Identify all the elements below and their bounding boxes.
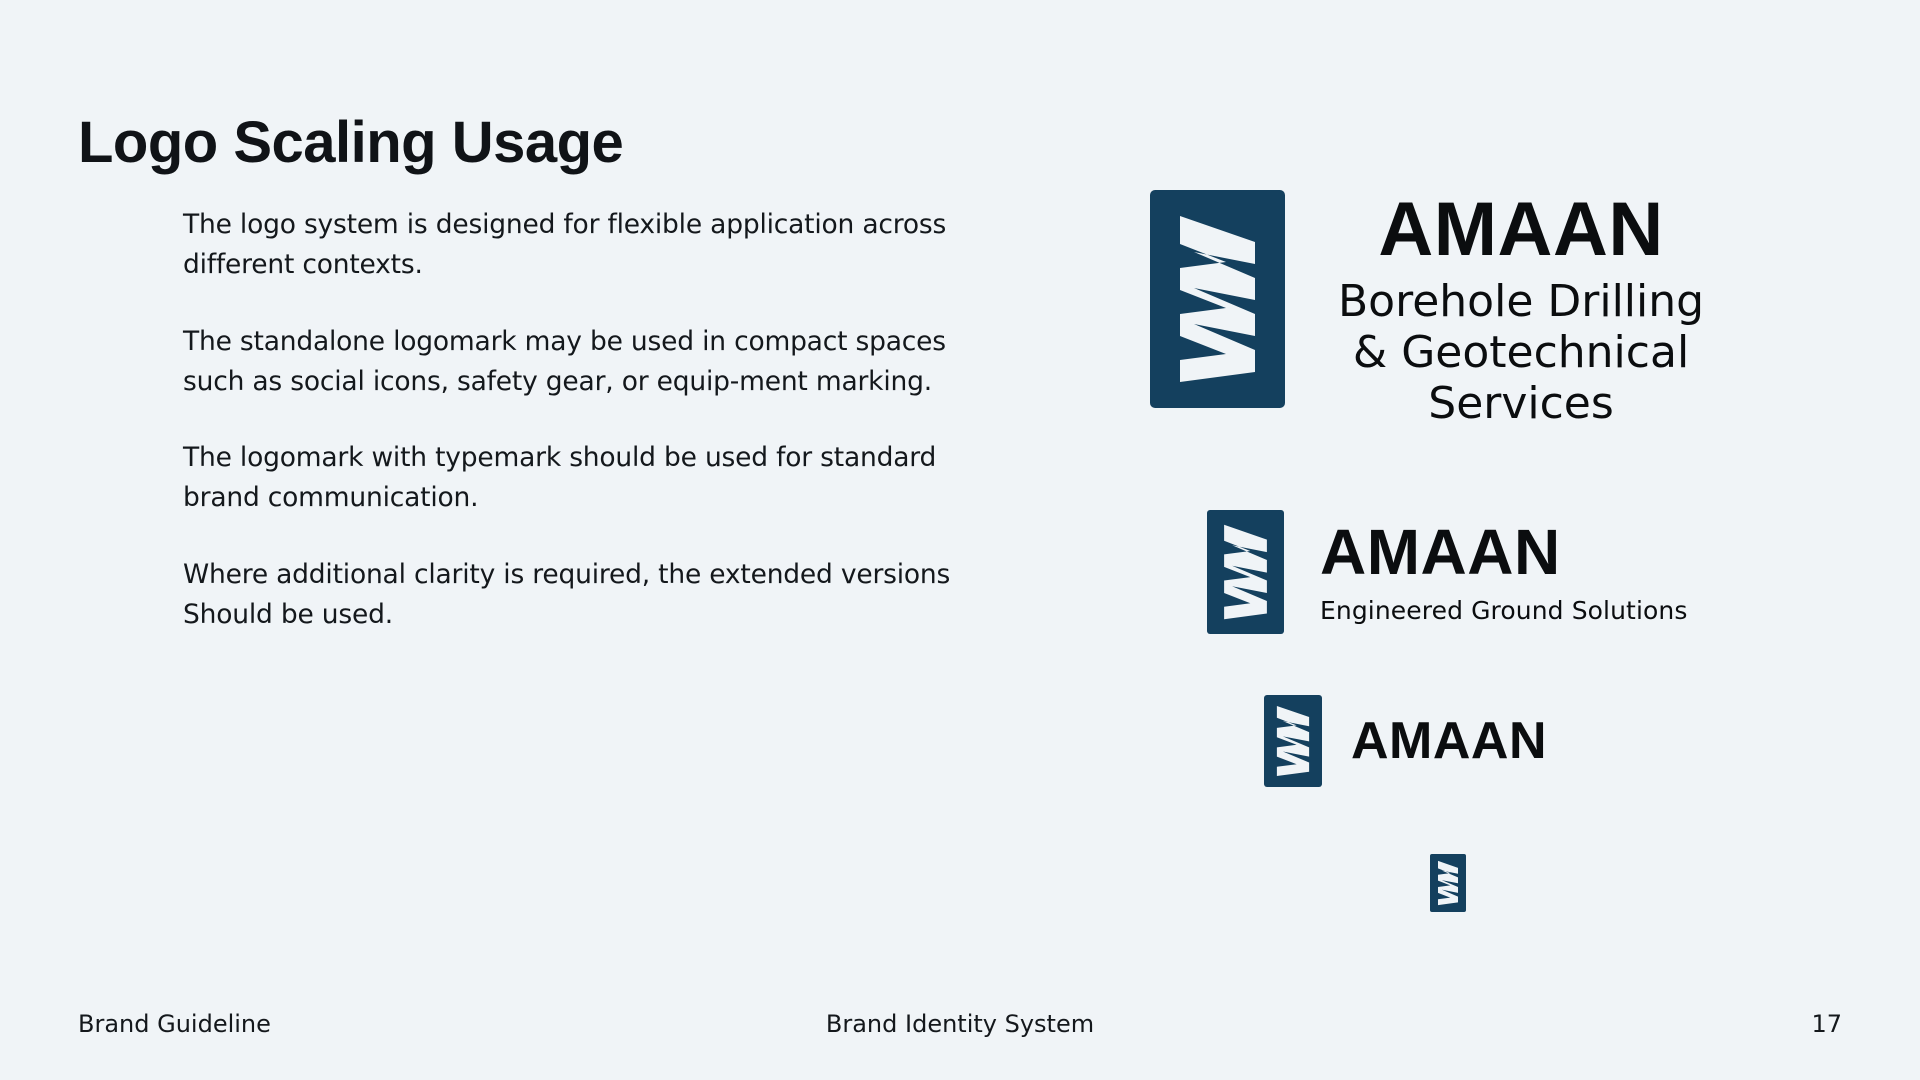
logo-wordblock-compact: AMAAN: [1351, 715, 1547, 767]
tagline-secondary: Engineered Ground Solutions: [1320, 595, 1688, 625]
tagline-primary: Borehole Drilling & Geotechnical Service…: [1338, 276, 1704, 429]
body-copy-block: The logo system is designed for flexible…: [183, 205, 973, 635]
tagline-line-1: Borehole Drilling: [1338, 276, 1705, 327]
body-paragraph-4: Where additional clarity is required, th…: [183, 558, 951, 630]
tagline-line-2: & Geotechnical: [1352, 327, 1690, 379]
logo-lockup-primary: AMAAN Borehole Drilling & Geotechnical S…: [1150, 190, 1704, 429]
logo-lockup-mark-only: [1430, 854, 1466, 912]
footer-center-label: Brand Identity System: [825, 1010, 1095, 1038]
amaan-auger-logomark-icon: [1264, 695, 1322, 787]
tagline-line-3: Services: [1428, 378, 1614, 430]
logo-lockup-secondary: AMAAN Engineered Ground Solutions: [1207, 510, 1687, 634]
brandname-primary: AMAAN: [1378, 187, 1664, 272]
brandname-secondary: AMAAN: [1320, 515, 1561, 588]
logo-wordblock-secondary: AMAAN Engineered Ground Solutions: [1320, 520, 1687, 625]
slide-footer: Brand Guideline Brand Identity System 17: [0, 988, 1920, 1080]
brandname-compact: AMAAN: [1351, 712, 1548, 770]
amaan-auger-logomark-icon: [1207, 510, 1284, 634]
footer-left-label: Brand Guideline: [78, 1010, 271, 1038]
body-paragraph-2: The standalone logomark may be used in c…: [183, 325, 946, 397]
logo-lockup-compact: AMAAN: [1264, 695, 1547, 787]
logo-variants-column: AMAAN Borehole Drilling & Geotechnical S…: [1150, 190, 1920, 980]
page-title: Logo Scaling Usage: [78, 109, 624, 175]
body-paragraph-1: The logo system is designed for flexible…: [183, 209, 947, 281]
logo-wordblock-primary: AMAAN Borehole Drilling & Geotechnical S…: [1338, 187, 1704, 430]
amaan-auger-logomark-icon: [1430, 854, 1466, 912]
body-paragraph-3: The logomark with typemark should be use…: [183, 442, 937, 514]
amaan-auger-logomark-icon: [1150, 190, 1285, 408]
footer-page-number: 17: [1811, 1010, 1842, 1038]
